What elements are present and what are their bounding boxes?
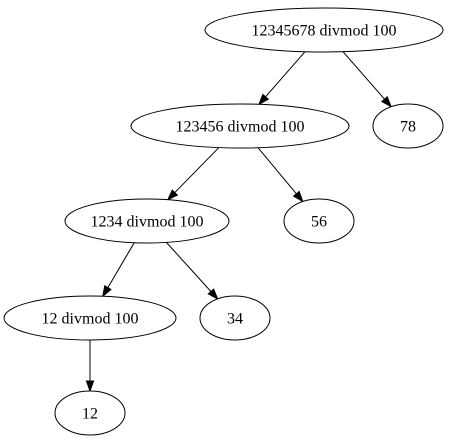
node-label: 78 (400, 119, 416, 136)
edge-n1-to-n2 (257, 51, 306, 106)
edge-line (342, 51, 385, 100)
node-label: 12 divmod 100 (42, 311, 139, 328)
arrow-head-icon (257, 93, 270, 106)
node-label: 12 (82, 406, 98, 423)
node-label: 56 (311, 214, 327, 231)
arrow-head-icon (102, 285, 112, 298)
tree-node-n6: 12 divmod 100 (3, 295, 177, 341)
tree-node-n8: 12 (54, 390, 126, 436)
edge-n4-to-n7 (166, 242, 219, 300)
node-ellipse (283, 198, 355, 244)
edge-line (107, 242, 135, 288)
tree-node-n4: 1234 divmod 100 (64, 198, 230, 244)
node-label: 123456 divmod 100 (176, 119, 305, 136)
node-label: 34 (227, 311, 243, 328)
node-ellipse (130, 103, 350, 149)
edge-n4-to-n6 (102, 242, 135, 298)
arrow-head-icon (85, 380, 95, 393)
edge-line (257, 147, 297, 195)
node-label: 12345678 divmod 100 (252, 23, 397, 40)
node-ellipse (3, 295, 177, 341)
arrow-head-icon (166, 189, 179, 201)
edge-n1-to-n3 (342, 51, 393, 108)
edge-line (265, 51, 306, 98)
edges-layer (85, 51, 393, 393)
tree-node-n7: 34 (199, 295, 271, 341)
node-ellipse (54, 390, 126, 436)
arrow-head-icon (292, 190, 304, 203)
node-label: 1234 divmod 100 (91, 214, 204, 231)
node-ellipse (372, 103, 444, 149)
node-ellipse (199, 295, 271, 341)
tree-node-n2: 123456 divmod 100 (130, 103, 350, 149)
arrow-head-icon (207, 288, 219, 300)
edge-line (174, 147, 220, 193)
nodes-layer: 12345678 divmod 100 123456 divmod 100 78 12… (3, 7, 444, 436)
edge-line (166, 242, 212, 292)
node-ellipse (204, 7, 444, 53)
edge-n2-to-n4 (166, 147, 220, 201)
node-ellipse (64, 198, 230, 244)
edge-n2-to-n5 (257, 147, 304, 203)
edge-n6-to-n8 (85, 340, 95, 393)
tree-node-n3: 78 (372, 103, 444, 149)
tree-node-n1: 12345678 divmod 100 (204, 7, 444, 53)
tree-node-n5: 56 (283, 198, 355, 244)
arrow-head-icon (380, 95, 393, 108)
